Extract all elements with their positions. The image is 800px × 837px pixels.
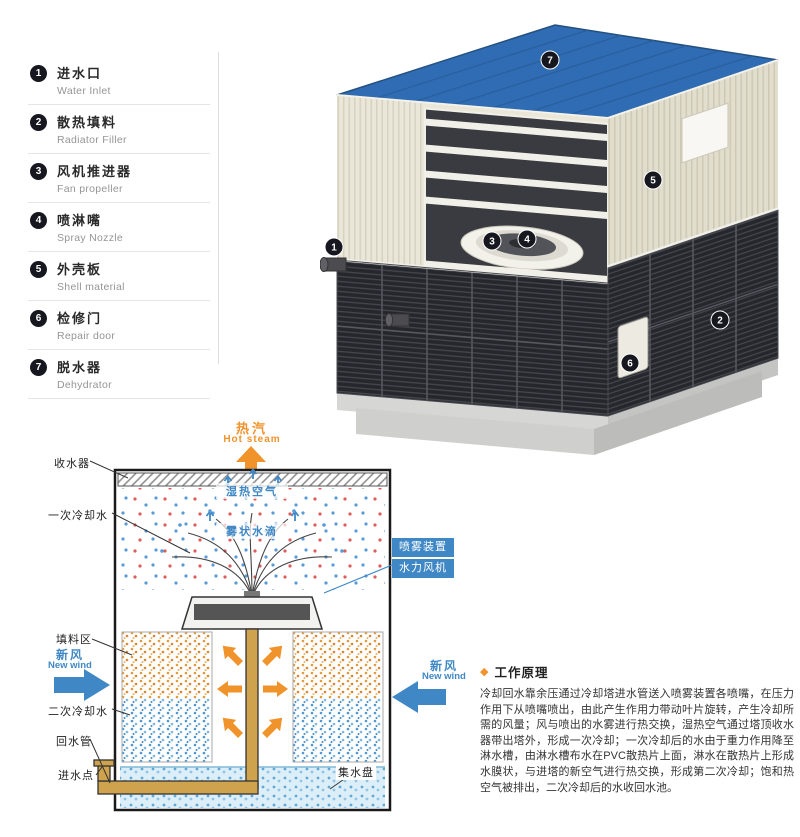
new-wind-right-label-zh: 新风	[430, 659, 459, 673]
callout-6-number: 6	[627, 359, 633, 370]
water-pan-label: 集水盘	[336, 764, 376, 780]
side-vent	[681, 102, 729, 164]
legend-label-zh: 进水口	[57, 66, 103, 81]
spray-nozzle	[244, 591, 260, 597]
callout-2-number: 2	[717, 316, 723, 327]
tower-3d-svg: 1 2 3 4 5 6 7	[319, 24, 779, 455]
legend-item-fan-propeller: 3 风机推进器 Fan propeller	[28, 154, 210, 203]
legend-label-en: Dehydrator	[57, 379, 112, 391]
spray-device-leader	[323, 564, 393, 594]
trough-water	[194, 604, 310, 620]
schematic-svg	[54, 446, 446, 812]
front-ribbed-panel	[337, 95, 425, 268]
callout-7-number: 7	[547, 56, 553, 67]
return-pipe-label: 回水管	[56, 736, 92, 748]
callout-5	[643, 170, 663, 190]
tower-base	[337, 358, 778, 455]
hydraulic-fan-label: 水力风机	[392, 559, 454, 578]
legend-label-zh: 检修门	[57, 311, 103, 326]
callout-7	[540, 50, 560, 70]
callout-2	[710, 310, 730, 330]
callout-3	[482, 231, 502, 251]
new-wind-left-label-zh: 新风	[56, 648, 85, 662]
primary-cooling-label: 一次冷却水	[48, 510, 108, 522]
legend-label-en: Shell material	[57, 281, 125, 293]
callout-1-number: 1	[331, 243, 337, 254]
new-wind-arrow-left	[54, 669, 110, 701]
hot-steam-arrow	[236, 446, 266, 472]
bottom-return-pipe	[97, 780, 259, 795]
principle-title: 工作原理	[494, 666, 549, 680]
principle-body: 冷却回水靠余压通过冷却塔进水管送入喷雾装置各喷嘴，在压力作用下从喷嘴喷出，由此产…	[480, 688, 794, 794]
legend-item-spray-nozzle: 4 喷淋嘴 Spray Nozzle	[28, 203, 210, 252]
legend-label-zh: 外壳板	[57, 262, 103, 277]
callout-5-number: 5	[650, 176, 656, 187]
legend-number-badge: 5	[30, 261, 47, 278]
legend-item-water-inlet: 1 进水口 Water Inlet	[28, 56, 210, 105]
new-wind-arrow-right	[392, 681, 446, 713]
secondary-cooling-label: 二次冷却水	[48, 706, 108, 718]
legend-item-shell-material: 5 外壳板 Shell material	[28, 252, 210, 301]
new-wind-left-label-en: New wind	[48, 660, 92, 671]
legend-number-badge: 1	[30, 65, 47, 82]
legend-number-badge: 7	[30, 359, 47, 376]
fill-zone-label: 填料区	[56, 634, 92, 646]
legend-panel: 1 进水口 Water Inlet 2 散热填料 Radiator Filler…	[28, 56, 210, 399]
wet-air-label: 湿热空气	[216, 483, 288, 499]
fill-zone-blocks	[121, 631, 384, 763]
legend-label-zh: 喷淋嘴	[57, 213, 103, 228]
callout-4	[517, 229, 537, 249]
schematic-diagram: 热汽 Hot steam 收水器 一次冷却水 湿热空气 雾状水滴 喷雾装置 水力…	[40, 415, 466, 837]
tower-3d-render: 1 2 3 4 5 6 7	[319, 15, 795, 475]
legend-label-en: Fan propeller	[57, 183, 123, 195]
callout-3-number: 3	[489, 237, 495, 248]
diamond-bullet-icon: ◆	[480, 666, 489, 678]
tower-roof	[336, 24, 779, 120]
legend-number-badge: 4	[30, 212, 47, 229]
legend-label-en: Water Inlet	[57, 85, 111, 97]
working-principle-section: ◆ 工作原理 冷却回水靠余压通过冷却塔进水管送入喷雾装置各喷嘴，在压力作用下从喷…	[480, 662, 794, 796]
callout-4-number: 4	[524, 235, 530, 246]
return-pipe-assembly	[93, 628, 259, 795]
principle-header: ◆ 工作原理	[480, 662, 794, 681]
legend-number-badge: 2	[30, 114, 47, 131]
legend-label-en: Repair door	[57, 330, 116, 342]
legend-number-badge: 3	[30, 163, 47, 180]
callout-6	[620, 353, 640, 373]
legend-label-en: Radiator Filler	[57, 134, 127, 146]
legend-label-zh: 风机推进器	[57, 164, 133, 179]
legend-divider	[218, 52, 219, 364]
tower-right-face	[607, 60, 779, 417]
tower-callouts: 1 2 3 4 5 6 7	[324, 50, 730, 373]
legend-label-zh: 散热填料	[57, 115, 118, 130]
inlet-point-label: 进水点	[58, 770, 94, 782]
inlet-flange	[93, 759, 115, 767]
legend-label-zh: 脱水器	[57, 360, 103, 375]
legend-item-dehydrator: 7 脱水器 Dehydrator	[28, 350, 210, 399]
legend-label-en: Spray Nozzle	[57, 232, 124, 244]
mist-drops-label: 雾状水滴	[216, 523, 288, 539]
center-down-pipe	[245, 628, 259, 789]
legend-item-radiator-filler: 2 散热填料 Radiator Filler	[28, 105, 210, 154]
leader-lines	[89, 460, 351, 790]
hot-steam-label-zh: 热汽	[235, 421, 268, 436]
new-wind-right-label-en: New wind	[422, 671, 466, 682]
spray-droplets	[160, 503, 344, 553]
interior-slats	[426, 118, 607, 219]
hot-steam-label-en: Hot steam	[223, 434, 281, 445]
tower-front-face	[336, 95, 609, 417]
collector-label: 收水器	[54, 458, 90, 470]
inlet-pipe-stubs	[319, 257, 410, 327]
legend-number-badge: 6	[30, 310, 47, 327]
callout-1	[324, 237, 344, 257]
side-ribbed-panel	[608, 60, 778, 268]
spray-device-label: 喷雾装置	[392, 538, 454, 557]
legend-item-repair-door: 6 检修门 Repair door	[28, 301, 210, 350]
